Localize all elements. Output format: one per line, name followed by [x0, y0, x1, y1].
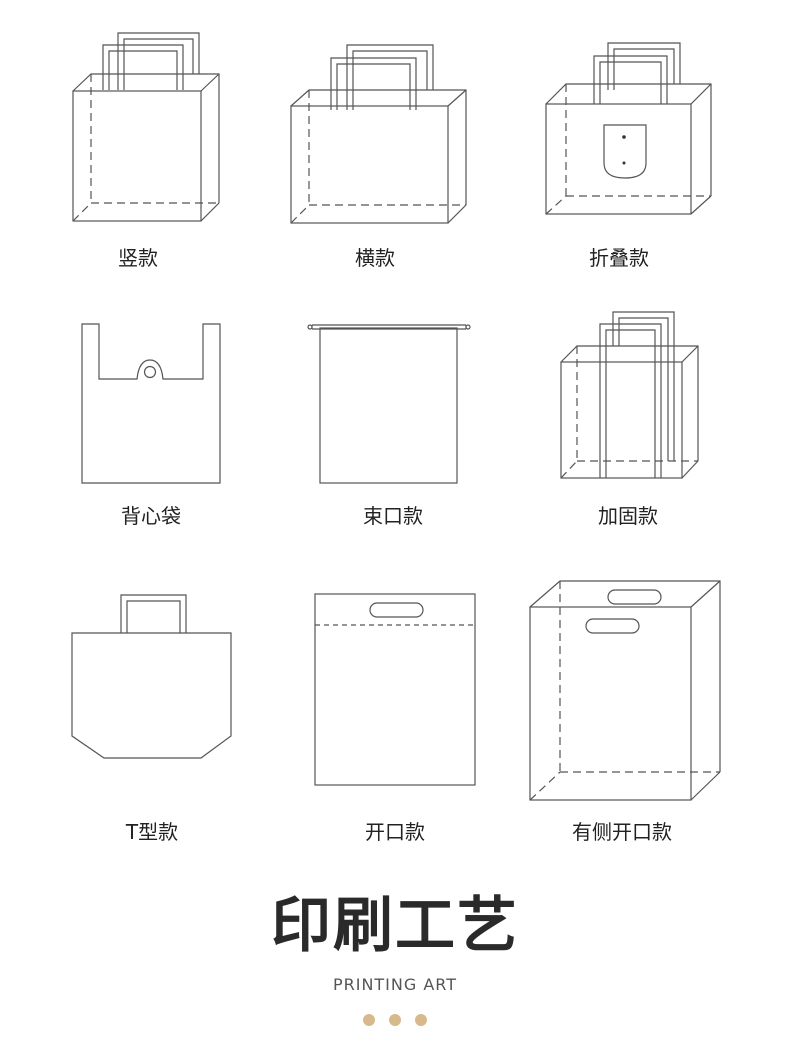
section-subtitle: PRINTING ART [332, 975, 458, 994]
section-title: 印刷工艺 [271, 891, 519, 961]
bag-drawstring-illustration [307, 324, 471, 484]
bag-vest-illustration [81, 323, 221, 484]
bag-label-side-die-cut: 有侧开口款 [572, 820, 672, 844]
dot-icon [389, 1014, 401, 1026]
bag-label-horizontal: 横款 [355, 246, 395, 270]
bag-die-cut-illustration [314, 593, 476, 786]
bag-label-reinforced: 加固款 [598, 504, 658, 528]
decorative-dots [0, 1014, 790, 1028]
bag-side-die-cut-illustration [529, 580, 721, 801]
bag-label-foldable: 折叠款 [589, 246, 649, 270]
bag-t-shape-illustration [71, 594, 232, 759]
bag-foldable-illustration [545, 42, 712, 215]
bag-label-die-cut: 开口款 [365, 820, 425, 844]
bag-horizontal-illustration [290, 44, 467, 224]
dot-icon [363, 1014, 375, 1026]
dot-icon [415, 1014, 427, 1026]
bag-reinforced-illustration [560, 311, 699, 479]
bag-label-vest: 背心袋 [121, 504, 181, 528]
bag-label-drawstring: 束口款 [363, 504, 423, 528]
bag-label-vertical: 竖款 [118, 246, 158, 270]
bag-label-t-shape: T型款 [125, 820, 179, 844]
bag-vertical-illustration [72, 32, 220, 222]
